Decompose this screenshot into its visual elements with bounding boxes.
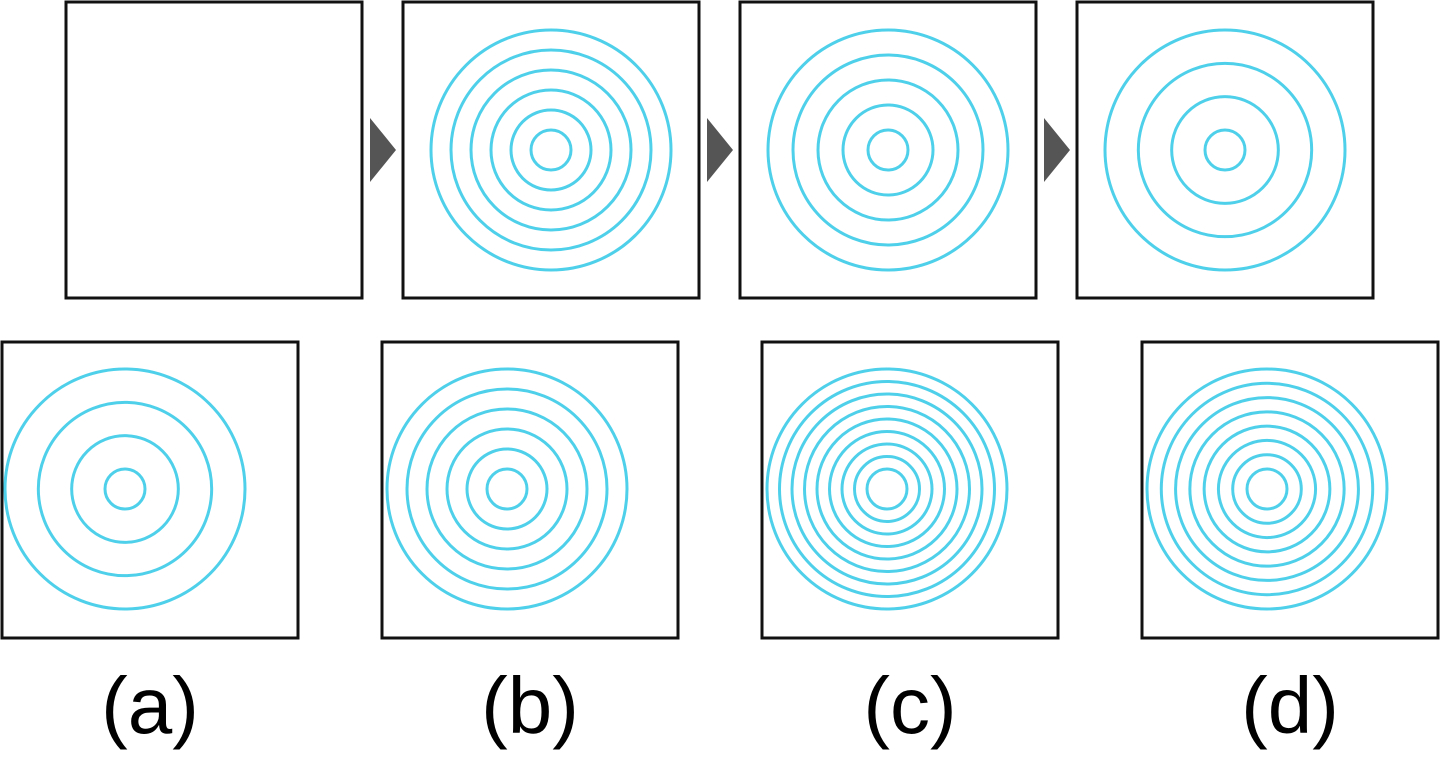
option-d-ring-8 — [1145, 367, 1389, 611]
option-d-ring-2 — [1231, 453, 1303, 525]
option-d-ring-7 — [1159, 381, 1375, 597]
option-c-ring-2 — [853, 455, 921, 523]
sequence-panel-2-ring-5 — [449, 48, 653, 252]
sequence-panel-3-ring-1 — [866, 128, 910, 172]
option-c-ring-1 — [865, 467, 909, 511]
sequence-arrow-3 — [1044, 118, 1070, 182]
option-c-ring-4 — [828, 430, 946, 548]
option-c-ring-8 — [778, 380, 996, 598]
sequence-panel-4-ring-2 — [1170, 95, 1280, 205]
sequence-panel-2 — [401, 0, 701, 300]
option-d-ring-5 — [1188, 410, 1346, 568]
sequence-panel-4-ring-1 — [1203, 128, 1247, 172]
option-b-ring-5 — [405, 387, 609, 591]
sequence-panel-3-ring-3 — [816, 78, 960, 222]
option-label-c: (c) — [863, 661, 957, 750]
option-b-ring-6 — [385, 367, 629, 611]
option-a-ring-4 — [3, 367, 247, 611]
sequence-panel-4 — [1075, 0, 1375, 300]
option-c-ring-7 — [790, 392, 984, 586]
option-a-ring-1 — [103, 467, 147, 511]
option-b-ring-1 — [485, 467, 529, 511]
sequence-panel-2-ring-6 — [429, 28, 673, 272]
sequence-panel-4-ring-4 — [1103, 28, 1347, 272]
sequence-panel-3-ring-4 — [791, 53, 985, 247]
option-c-ring-5 — [815, 417, 959, 561]
option-d-ring-1 — [1245, 467, 1289, 511]
sequence-panel-1 — [64, 0, 364, 300]
option-panel-c — [760, 340, 1060, 640]
option-a-ring-2 — [70, 434, 180, 544]
sequence-panel-3-ring-2 — [841, 103, 935, 197]
option-a-ring-3 — [36, 400, 214, 578]
option-c-ring-9 — [765, 367, 1009, 611]
option-d-ring-4 — [1202, 424, 1332, 554]
sequence-arrow-2 — [707, 118, 733, 182]
option-d-ring-6 — [1174, 396, 1360, 582]
sequence-arrow-1 — [370, 118, 396, 182]
option-b-ring-2 — [465, 447, 549, 531]
option-d-ring-3 — [1216, 438, 1318, 540]
option-c-ring-3 — [840, 442, 934, 536]
option-b-ring-3 — [445, 427, 569, 551]
sequence-panel-3-ring-5 — [766, 28, 1010, 272]
option-label-b: (b) — [481, 661, 579, 750]
option-c-ring-6 — [803, 405, 971, 573]
sequence-panel-2-ring-1 — [529, 128, 573, 172]
option-b-ring-4 — [425, 407, 589, 571]
option-panel-a — [0, 340, 300, 640]
sequence-panel-2-ring-4 — [469, 68, 633, 232]
sequence-panel-2-ring-2 — [509, 108, 593, 192]
sequence-panel-2-ring-3 — [489, 88, 613, 212]
sequence-panel-4-ring-3 — [1136, 61, 1314, 239]
option-label-d: (d) — [1241, 661, 1339, 750]
option-label-a: (a) — [101, 661, 199, 750]
sequence-panel-3 — [738, 0, 1038, 300]
